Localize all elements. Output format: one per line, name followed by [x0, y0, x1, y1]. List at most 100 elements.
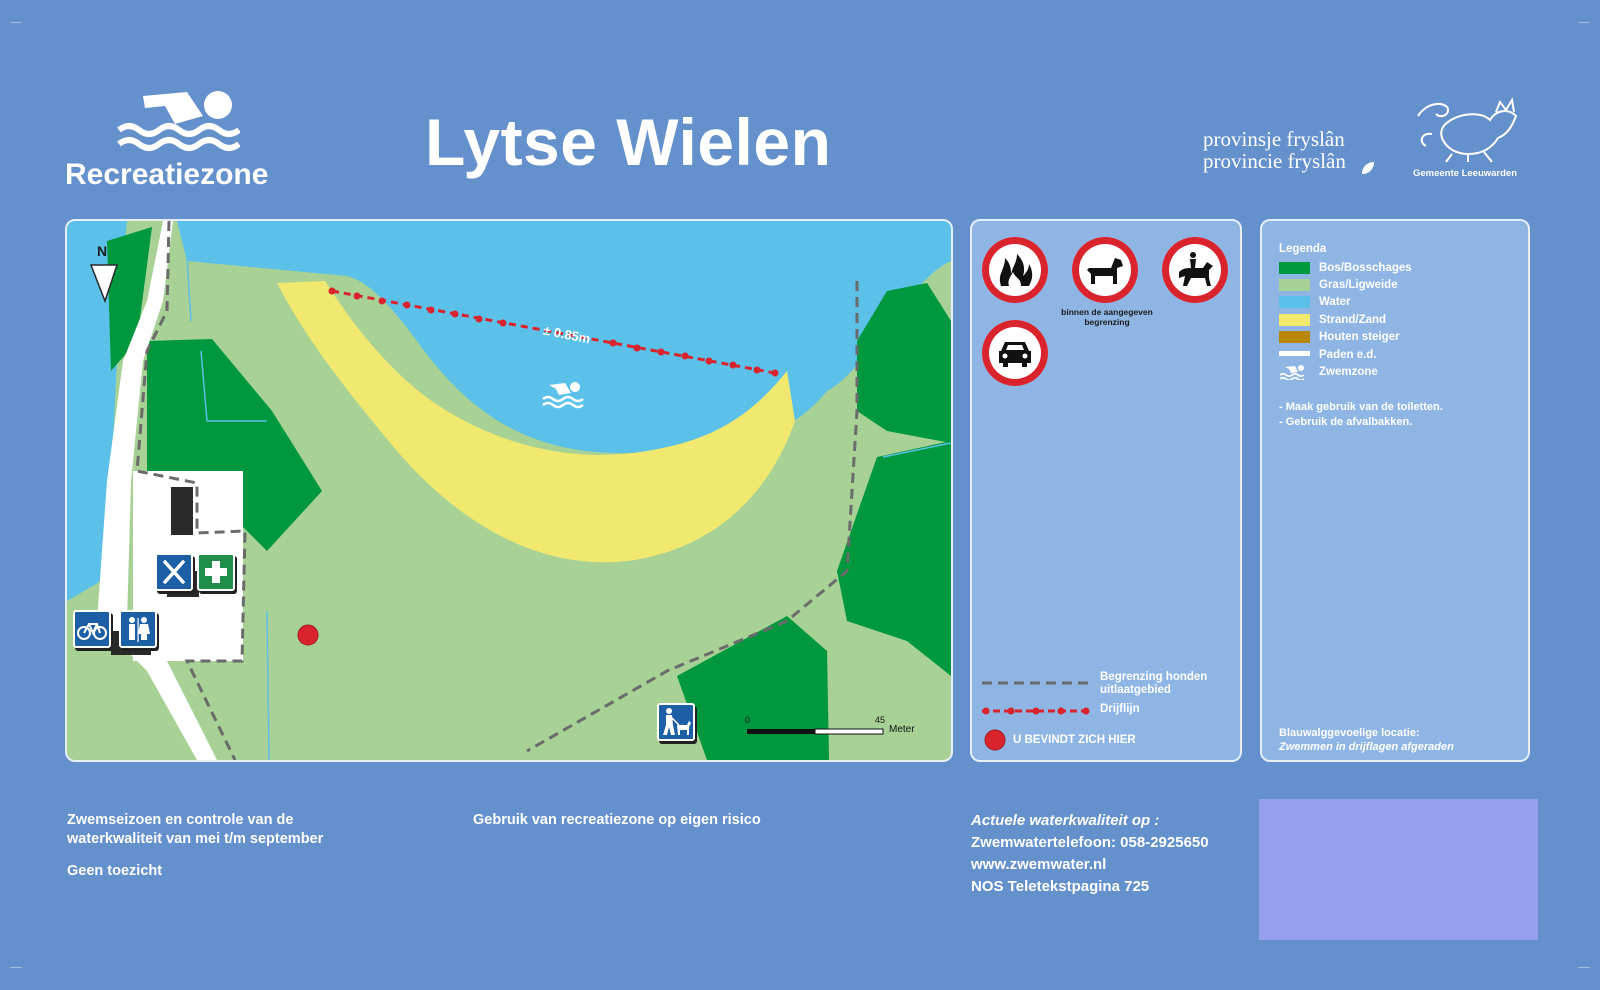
note-toilets: - Maak gebruik van de toiletten.	[1279, 401, 1443, 413]
scale-start-label: 0	[745, 715, 751, 725]
season-line-1: Zwemseizoen en controle van de	[67, 812, 294, 828]
legend-label-water: Water	[1319, 296, 1351, 308]
legend-item-beach: Strand/Zand	[1279, 312, 1386, 328]
cutlery-icon	[163, 560, 185, 584]
dog-boundary-label-2: uitlaatgebied	[1100, 684, 1171, 696]
forest-right-bottom	[837, 441, 951, 676]
legend-item-water: Water	[1279, 294, 1351, 310]
water-lake	[67, 221, 951, 454]
toilet-sign	[119, 610, 157, 648]
map-drawing	[67, 221, 951, 760]
municipality-label: Gemeente Leeuwarden	[1413, 168, 1517, 179]
crop-mark-bottom-left	[10, 967, 22, 980]
no-dogs-icon	[1087, 258, 1123, 284]
note-waste-bins: - Gebruik de afvalbakken.	[1279, 416, 1413, 428]
dog-boundary-label-1: Begrenzing honden	[1100, 671, 1208, 683]
municipality-prefix: Gemeente	[1413, 168, 1459, 179]
zone-label: Recreatiezone	[65, 158, 269, 191]
quality-phone: Zwemwatertelefoon: 058-2925650	[971, 834, 1209, 851]
scale-end-label: 45	[875, 715, 886, 725]
no-cars-icon	[999, 342, 1031, 367]
north-label: N	[97, 243, 108, 259]
page-title: Lytse Wielen	[425, 105, 832, 179]
legend-label-forest: Bos/Bosschages	[1319, 262, 1412, 274]
no-dogs-caption: binnen de aangegeven begrenzing	[1052, 307, 1162, 327]
legend-title: Legenda	[1279, 243, 1327, 255]
no-horses-icon	[1179, 252, 1213, 286]
crop-mark-bottom-right	[1578, 967, 1590, 980]
lion-crest-icon	[1417, 97, 1518, 163]
north-arrow-icon	[89, 264, 119, 304]
quality-heading: Actuele waterkwaliteit op :	[971, 812, 1160, 829]
legend-swatch-paths	[1279, 350, 1310, 356]
no-dogs-sign	[1072, 237, 1138, 303]
scale-bar	[747, 728, 884, 735]
first-aid-sign	[197, 553, 235, 591]
legend-label-beach: Strand/Zand	[1319, 314, 1387, 326]
quality-website: www.zwemwater.nl	[971, 856, 1107, 873]
forest-bottom	[677, 616, 829, 760]
you-are-here-marker	[297, 624, 319, 646]
dog-walker-icon	[663, 708, 691, 735]
buoy-line-key	[982, 707, 1092, 715]
swim-zone-icon	[542, 382, 584, 409]
no-fire-sign	[982, 237, 1048, 303]
toilet-icon	[129, 617, 150, 642]
legend-swatch-grass	[1279, 279, 1310, 291]
legend-item-grass: Gras/Ligweide	[1279, 277, 1398, 293]
swimmer-icon	[1279, 365, 1305, 380]
bicycle-sign	[73, 610, 111, 648]
buoy-line-label: Drijflijn	[1100, 703, 1140, 715]
dog-walking-sign	[657, 703, 695, 741]
legend-swatch-water	[1279, 296, 1310, 308]
legend-label-jetty: Houten steiger	[1319, 331, 1400, 343]
legend-swatch-beach	[1279, 314, 1310, 326]
forest-right-top	[857, 283, 951, 443]
province-logo-text: provinsje fryslân provincie fryslân	[1203, 128, 1346, 172]
placeholder-box	[1259, 799, 1538, 940]
province-line-1: provinsje fryslân	[1203, 127, 1345, 151]
crop-mark-top-right	[1578, 10, 1590, 23]
buoy-line	[328, 287, 779, 377]
season-info: Zwemseizoen en controle van de waterkwal…	[67, 811, 323, 849]
legend-panel: Legenda Bos/Bosschages Gras/Ligweide Wat…	[1260, 219, 1530, 762]
legend-item-swim-zone: Zwemzone	[1279, 364, 1378, 380]
bicycle-icon	[77, 623, 107, 640]
algae-label: Blauwalggevoelige locatie:	[1279, 727, 1420, 739]
scale-unit-label: Meter	[889, 724, 915, 735]
you-are-here-key-icon	[984, 729, 1006, 751]
rules-panel: binnen de aangegeven begrenzing Begrenzi…	[970, 219, 1242, 762]
beach	[277, 281, 795, 563]
restaurant-sign	[155, 553, 193, 591]
first-aid-icon	[205, 561, 227, 583]
water-quality-info: Actuele waterkwaliteit op : Zwemwatertel…	[971, 810, 1209, 898]
season-line-2: waterkwaliteit van mei t/m september	[67, 831, 324, 847]
forest-left	[147, 339, 322, 551]
legend-swatch-jetty	[1279, 331, 1310, 343]
legend-label-paths: Paden e.d.	[1319, 349, 1377, 361]
forest-top-left	[107, 227, 152, 371]
map-panel: N ± 0.85m 0 45 Meter	[65, 219, 953, 762]
province-line-2: provincie fryslân	[1203, 149, 1346, 173]
legend-swatch-forest	[1279, 262, 1310, 274]
no-dogs-caption-1: binnen de aangegeven	[1061, 307, 1153, 317]
legend-item-forest: Bos/Bosschages	[1279, 260, 1412, 276]
legend-item-jetty: Houten steiger	[1279, 329, 1400, 345]
dog-boundary-line	[982, 681, 1092, 685]
algae-text: Zwemmen in drijflagen afgeraden	[1279, 741, 1454, 753]
you-are-here-label: U BEVINDT ZICH HIER	[1013, 734, 1136, 746]
risk-text: Gebruik van recreatiezone op eigen risic…	[473, 812, 761, 828]
no-dogs-caption-2: begrenzing	[1084, 317, 1130, 327]
municipality-name: Leeuwarden	[1461, 168, 1518, 179]
legend-item-paths: Paden e.d.	[1279, 347, 1377, 363]
no-fire-icon	[999, 254, 1033, 286]
supervision-text: Geen toezicht	[67, 863, 163, 879]
crop-mark-top-left	[10, 10, 22, 23]
no-horses-sign	[1162, 237, 1228, 303]
legend-label-grass: Gras/Ligweide	[1319, 279, 1398, 291]
swimmer-icon	[117, 91, 240, 151]
province-leaf-icon	[1362, 162, 1374, 174]
dog-boundary-label: Begrenzing honden uitlaatgebied	[1100, 671, 1207, 697]
building-1	[171, 487, 193, 535]
legend-label-swim-zone: Zwemzone	[1319, 366, 1378, 378]
